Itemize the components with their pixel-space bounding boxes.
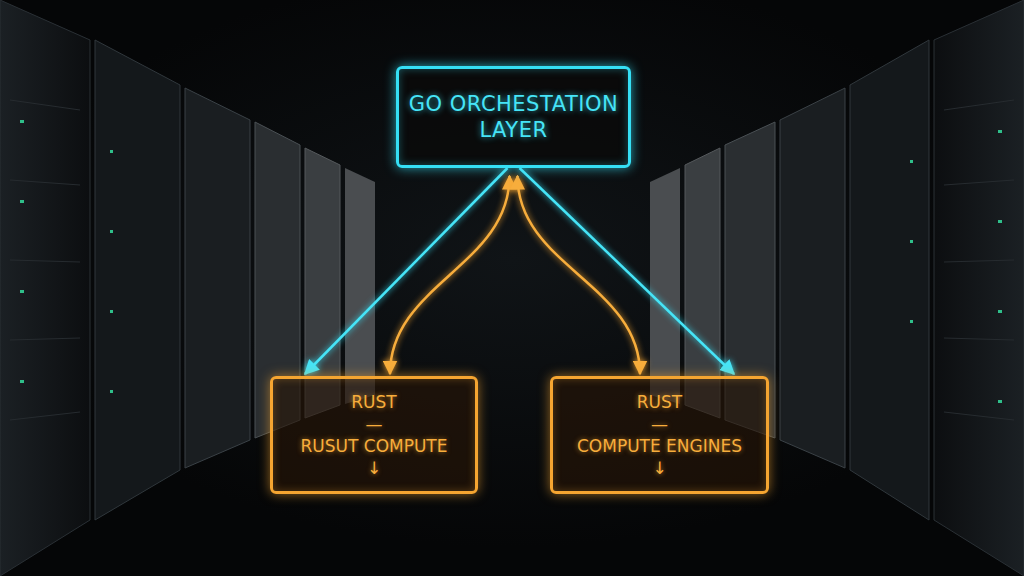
dispatch-arrow xyxy=(520,168,735,374)
box-heading: RUST xyxy=(351,391,396,413)
box-text: ↓ xyxy=(367,457,381,479)
box-text: RUSUT COMPUTE xyxy=(300,435,447,457)
box-heading: RUST xyxy=(637,391,682,413)
compute-box: RUST—COMPUTE ENGINES↓ xyxy=(550,376,769,494)
box-text: COMPUTE ENGINES xyxy=(577,435,742,457)
orchestration-box: GO ORCHESTATION LAYER xyxy=(396,66,631,168)
compute-box: RUST—RUSUT COMPUTE↓ xyxy=(270,376,478,494)
dispatch-arrow xyxy=(305,168,508,374)
box-text: ↓ xyxy=(652,457,666,479)
return-arrow xyxy=(518,176,641,374)
return-arrow xyxy=(390,176,510,374)
box-text: — xyxy=(651,413,668,435)
box-heading: GO ORCHESTATION LAYER xyxy=(399,91,628,144)
box-text: — xyxy=(366,413,383,435)
